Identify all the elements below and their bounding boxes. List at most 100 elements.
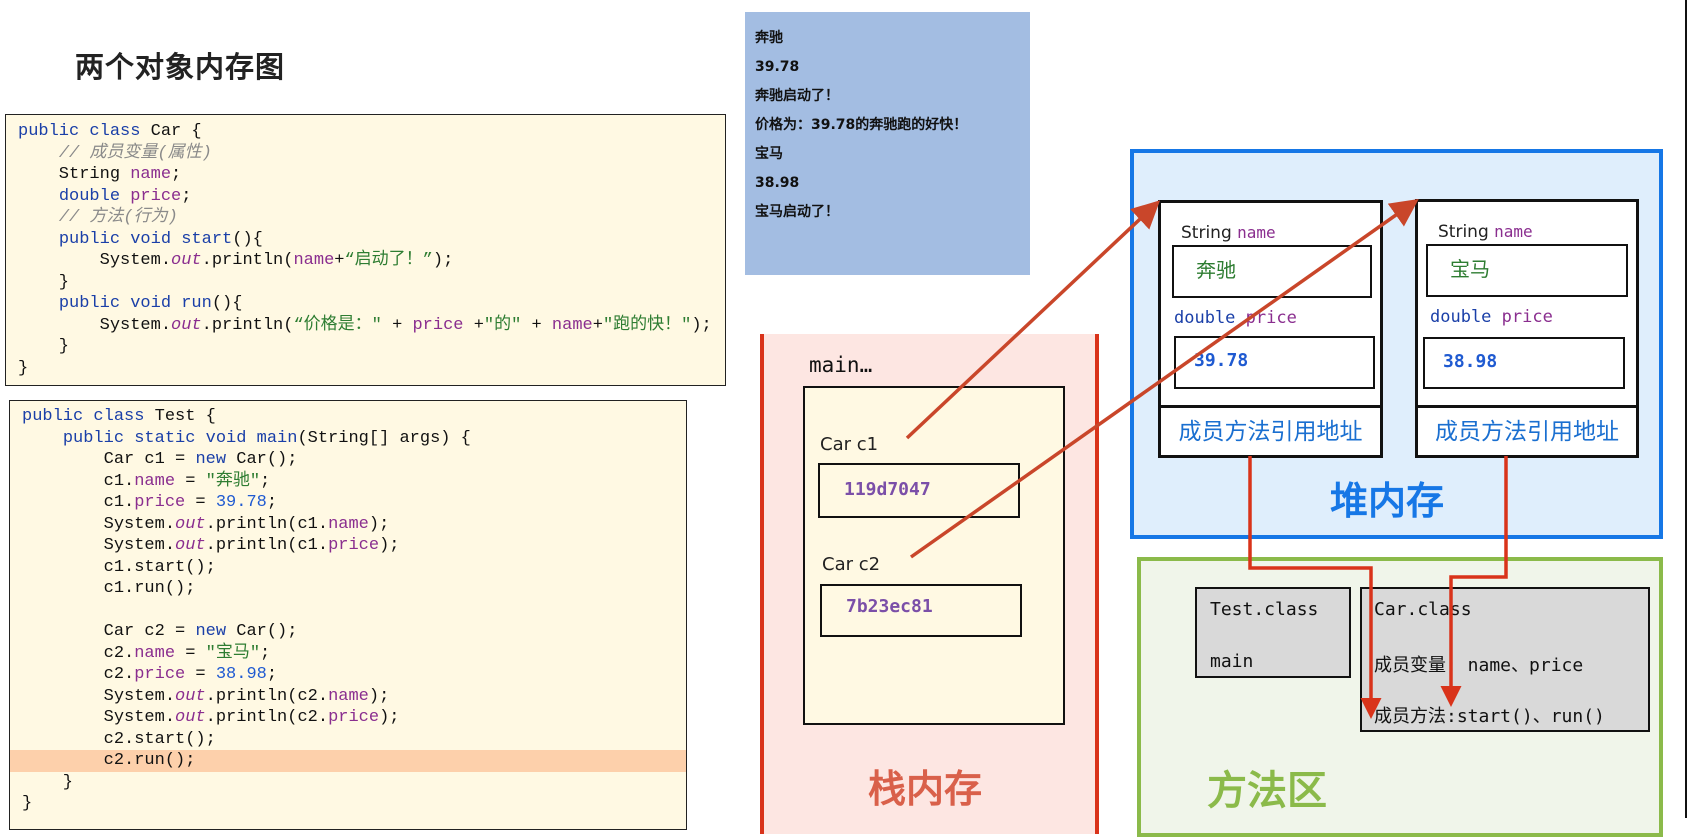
test-code-line: c1.run();: [10, 578, 686, 600]
code-token: out: [175, 536, 206, 555]
output-line: 奔驰: [755, 30, 783, 46]
code-token: price: [328, 536, 380, 555]
test-code-line: c2.run();: [10, 750, 686, 772]
heap-object-c2: String name 宝马 double price 38.98 成员方法引用…: [1415, 199, 1639, 458]
code-token: name: [134, 643, 176, 663]
code-token: Car {: [150, 122, 202, 141]
code-token: (){: [211, 294, 243, 313]
car-class-fields: 成员变量: name、price: [1374, 655, 1584, 676]
code-token: // 成员变量(属性): [58, 143, 212, 163]
code-token: out: [171, 251, 202, 270]
code-token: public class: [22, 407, 155, 426]
code-token: "跑的快！": [602, 315, 692, 335]
method-area-label: 方法区: [1207, 768, 1327, 814]
price-field-label: double price: [1430, 307, 1553, 327]
test-code-line: System.out.println(c2.name);: [10, 686, 686, 708]
code-token: Car c1 =: [22, 450, 196, 469]
code-token: );: [379, 536, 400, 555]
test-code-line: c2.price = 38.98;: [10, 664, 686, 686]
price-field-label: double price: [1174, 308, 1297, 328]
code-token: .println(c1.: [205, 514, 329, 534]
method-ref-address: 成员方法引用地址: [1158, 405, 1383, 458]
ref-value-c1: 119d7047: [818, 463, 1020, 518]
code-token: String: [18, 165, 131, 184]
price-value: 38.98: [1423, 337, 1625, 389]
car-class-methods: 成员方法:start()、run(): [1374, 706, 1605, 727]
slide-edge-divider: [1685, 0, 1687, 818]
code-token: );: [368, 514, 390, 534]
car-code-line: public void run(){: [6, 293, 725, 315]
code-token: public void run: [58, 294, 212, 313]
code-token: price: [130, 186, 182, 206]
car-code-line: System.out.println(“价格是：" + price +"的" +…: [6, 315, 725, 337]
code-token: );: [432, 251, 454, 270]
code-token: c1.start();: [22, 557, 216, 577]
code-token: +: [592, 315, 603, 335]
code-token: c1.: [22, 493, 135, 512]
test-class-box: Test.class main: [1195, 587, 1351, 678]
test-code-line: public static void main(String[] args) {: [10, 428, 686, 450]
code-token: out: [171, 315, 202, 335]
code-token: “启动了！”: [344, 251, 433, 270]
code-token: System.: [22, 708, 176, 727]
code-token: [22, 429, 63, 448]
test-code-line: [10, 600, 686, 622]
name-field-label: String name: [1181, 223, 1276, 243]
name-value: 宝马: [1426, 244, 1628, 297]
code-token: c1.run();: [22, 579, 196, 598]
test-code-line: c1.price = 39.78;: [10, 492, 686, 514]
code-token: =: [175, 471, 206, 491]
test-code-line: c1.name = "奔驰";: [10, 471, 686, 493]
code-token: .println(c2.: [205, 686, 329, 706]
test-code-line: c2.start();: [10, 729, 686, 751]
var-label-c1: Car c1: [820, 434, 879, 455]
code-token: System.: [18, 251, 172, 270]
code-token: // 方法(行为): [58, 208, 178, 227]
code-token: [18, 144, 59, 163]
car-code-line: }: [6, 336, 725, 358]
stack-memory-label: 栈内存: [868, 767, 983, 811]
code-token: }: [18, 337, 70, 356]
output-line: 38.98: [755, 175, 800, 191]
code-token: [18, 230, 59, 249]
name-value: 奔驰: [1172, 245, 1372, 298]
code-token: 39.78: [215, 493, 267, 512]
code-token: public class: [18, 122, 151, 141]
code-token: =: [185, 493, 216, 512]
test-code-line: c1.start();: [10, 557, 686, 579]
test-code-line: c2.name = "宝马";: [10, 643, 686, 665]
car-class-name: Car.class: [1374, 599, 1472, 620]
test-class-name: Test.class: [1210, 599, 1319, 620]
method-ref-address: 成员方法引用地址: [1415, 405, 1639, 458]
code-token: .println(: [201, 251, 294, 270]
car-code-line: // 成员变量(属性): [6, 143, 725, 165]
car-code-line: double price;: [6, 186, 725, 208]
code-token: name: [134, 471, 176, 491]
code-token: [18, 187, 59, 206]
code-token: ;: [181, 186, 192, 206]
code-token: .println(c1.: [205, 536, 329, 555]
output-line: 宝马: [755, 146, 783, 162]
test-class-code-block: public class Test { public static void m…: [9, 400, 687, 830]
code-token: [18, 294, 59, 313]
test-code-line: }: [10, 772, 686, 794]
code-token: name: [130, 165, 172, 184]
code-token: “价格是：": [293, 315, 382, 335]
code-token: double: [58, 186, 131, 206]
code-token: +: [381, 315, 413, 335]
code-token: }: [22, 794, 33, 813]
code-token: c1.: [22, 471, 135, 491]
code-token: }: [22, 772, 74, 792]
code-token: =: [185, 665, 216, 684]
code-token: Car();: [236, 622, 298, 641]
test-code-line: System.out.println(c1.name);: [10, 514, 686, 536]
test-code-line: }: [10, 793, 686, 815]
test-class-method: main: [1210, 651, 1254, 672]
code-token: ;: [260, 643, 271, 663]
code-token: c2.: [22, 643, 135, 663]
heap-memory-label: 堆内存: [1330, 479, 1445, 523]
code-token: System.: [22, 536, 176, 555]
code-token: ;: [266, 665, 278, 684]
output-line: 39.78: [755, 59, 800, 75]
code-token: }: [18, 272, 70, 292]
